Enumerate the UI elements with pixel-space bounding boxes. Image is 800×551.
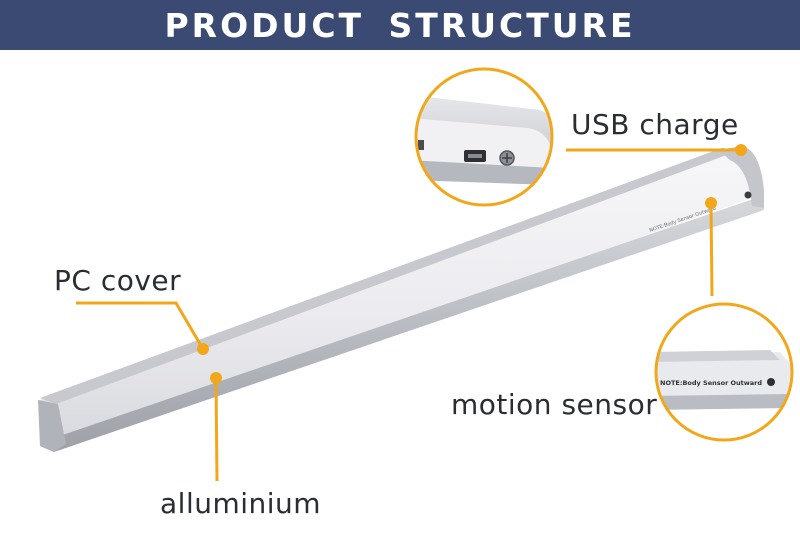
right-end-cap [718,146,764,208]
light-bar: NOTE:Body Sensor Outward [38,146,764,452]
alluminium-dot [210,372,222,384]
pc-cover-label: PC cover [54,264,182,297]
page-title: PRODUCT STRUCTURE [164,5,636,45]
motion-sensor-label: motion sensor [451,388,658,421]
leader-lines [76,148,738,482]
pc-cover-dot [197,343,209,355]
motion-sensor-leader [709,202,714,297]
pc-cover-leader [76,301,205,350]
sensor-note-text: NOTE:Body Sensor Outward [660,379,762,387]
usb-charge-label: USB charge [571,108,739,141]
alluminium-label: alluminium [160,487,322,520]
usb-zoom-ring [414,67,554,207]
sensor-zoom-callout: NOTE:Body Sensor Outward [654,302,794,442]
aluminium-rail [40,196,764,452]
alluminium-leader [214,377,219,482]
sensor-zoom-ring [654,302,794,442]
motion-sensor-lens-icon [767,378,775,386]
bar-sensor-dot [744,191,752,199]
header-banner: PRODUCT STRUCTURE [0,0,800,50]
left-end-cap [38,400,66,452]
motion-sensor-dot [705,197,717,209]
leader-dots [197,144,747,384]
aluminium-edge-top [40,148,740,404]
pc-cover-face [40,150,760,440]
usb-zoom-callout [414,67,554,207]
usb-dot [735,144,747,156]
